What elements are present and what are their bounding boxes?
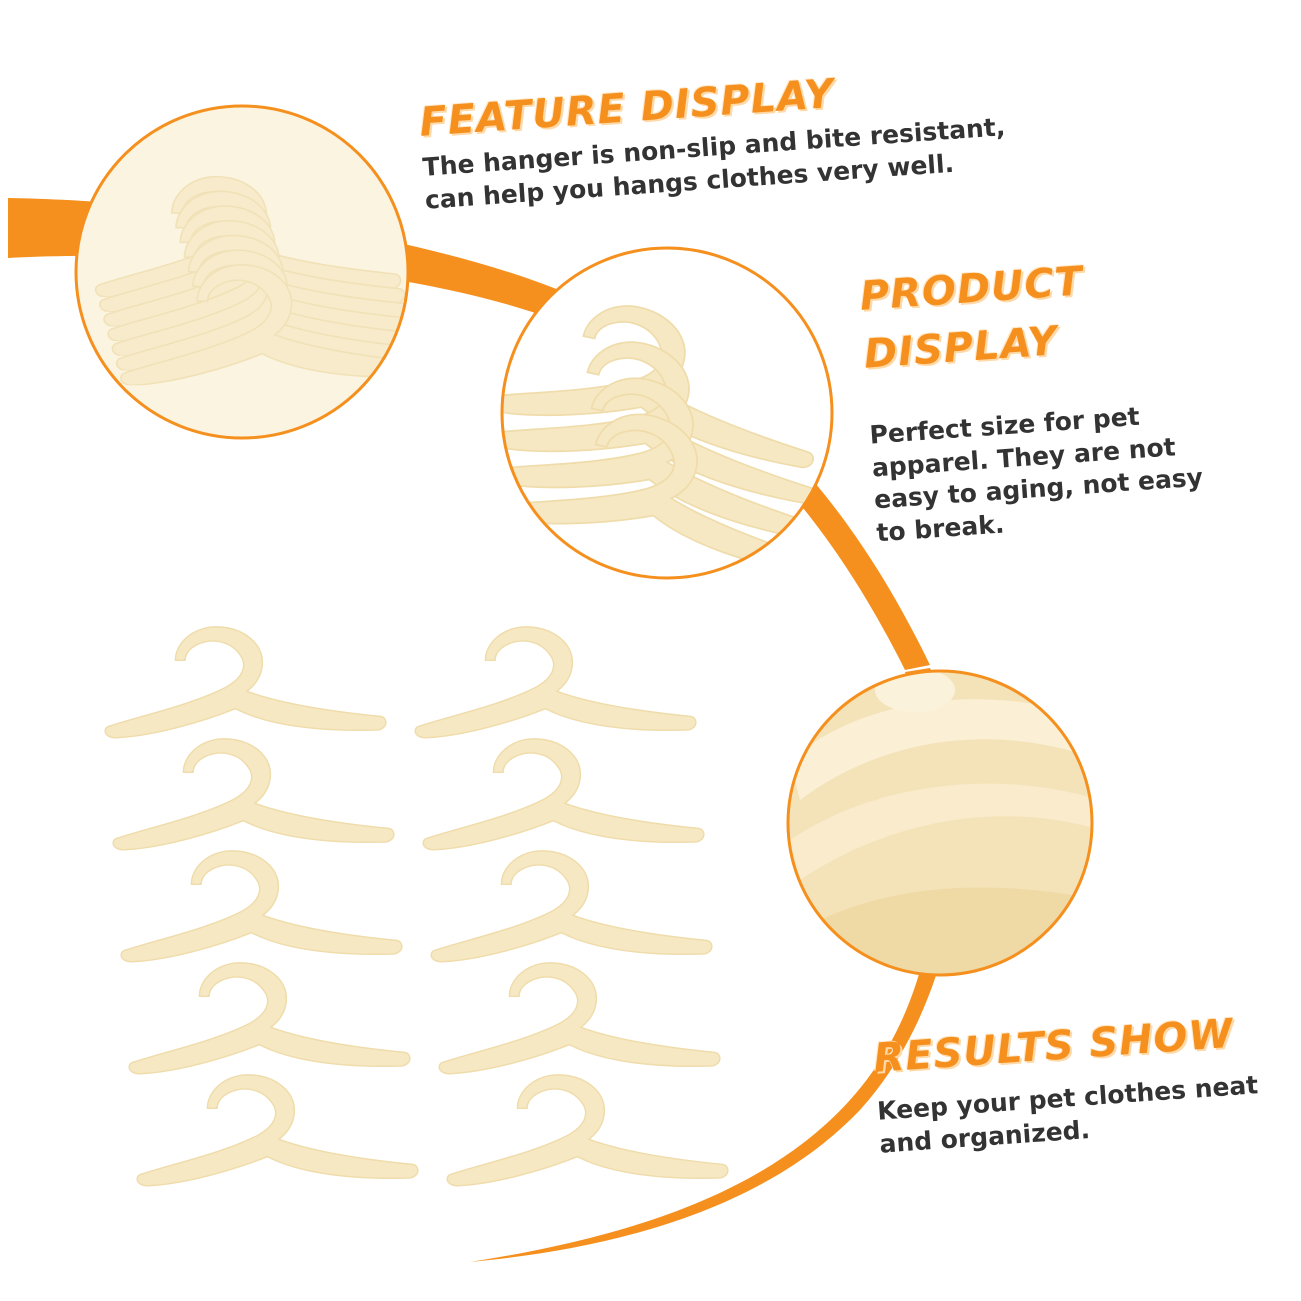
hanger-item bbox=[438, 962, 721, 1075]
product-section: PRODUCT DISPLAY Perfect size for pet app… bbox=[858, 243, 1237, 549]
product-detail-image bbox=[500, 246, 834, 580]
hanger-item bbox=[430, 850, 713, 963]
hanger-item bbox=[136, 1074, 419, 1187]
hanger-item bbox=[446, 1074, 729, 1187]
orange-arc bbox=[470, 668, 961, 1262]
product-description: Perfect size for pet apparel. They are n… bbox=[868, 401, 1204, 547]
hanger-item bbox=[128, 962, 411, 1075]
hanger-item bbox=[112, 738, 395, 851]
hanger-item bbox=[104, 626, 387, 739]
hanger-item bbox=[422, 738, 705, 851]
feature-detail-image bbox=[74, 104, 410, 440]
hanger-grid bbox=[104, 626, 729, 1187]
hanger-item bbox=[120, 850, 403, 963]
results-detail-image bbox=[786, 669, 1094, 977]
hanger-item bbox=[414, 626, 697, 739]
